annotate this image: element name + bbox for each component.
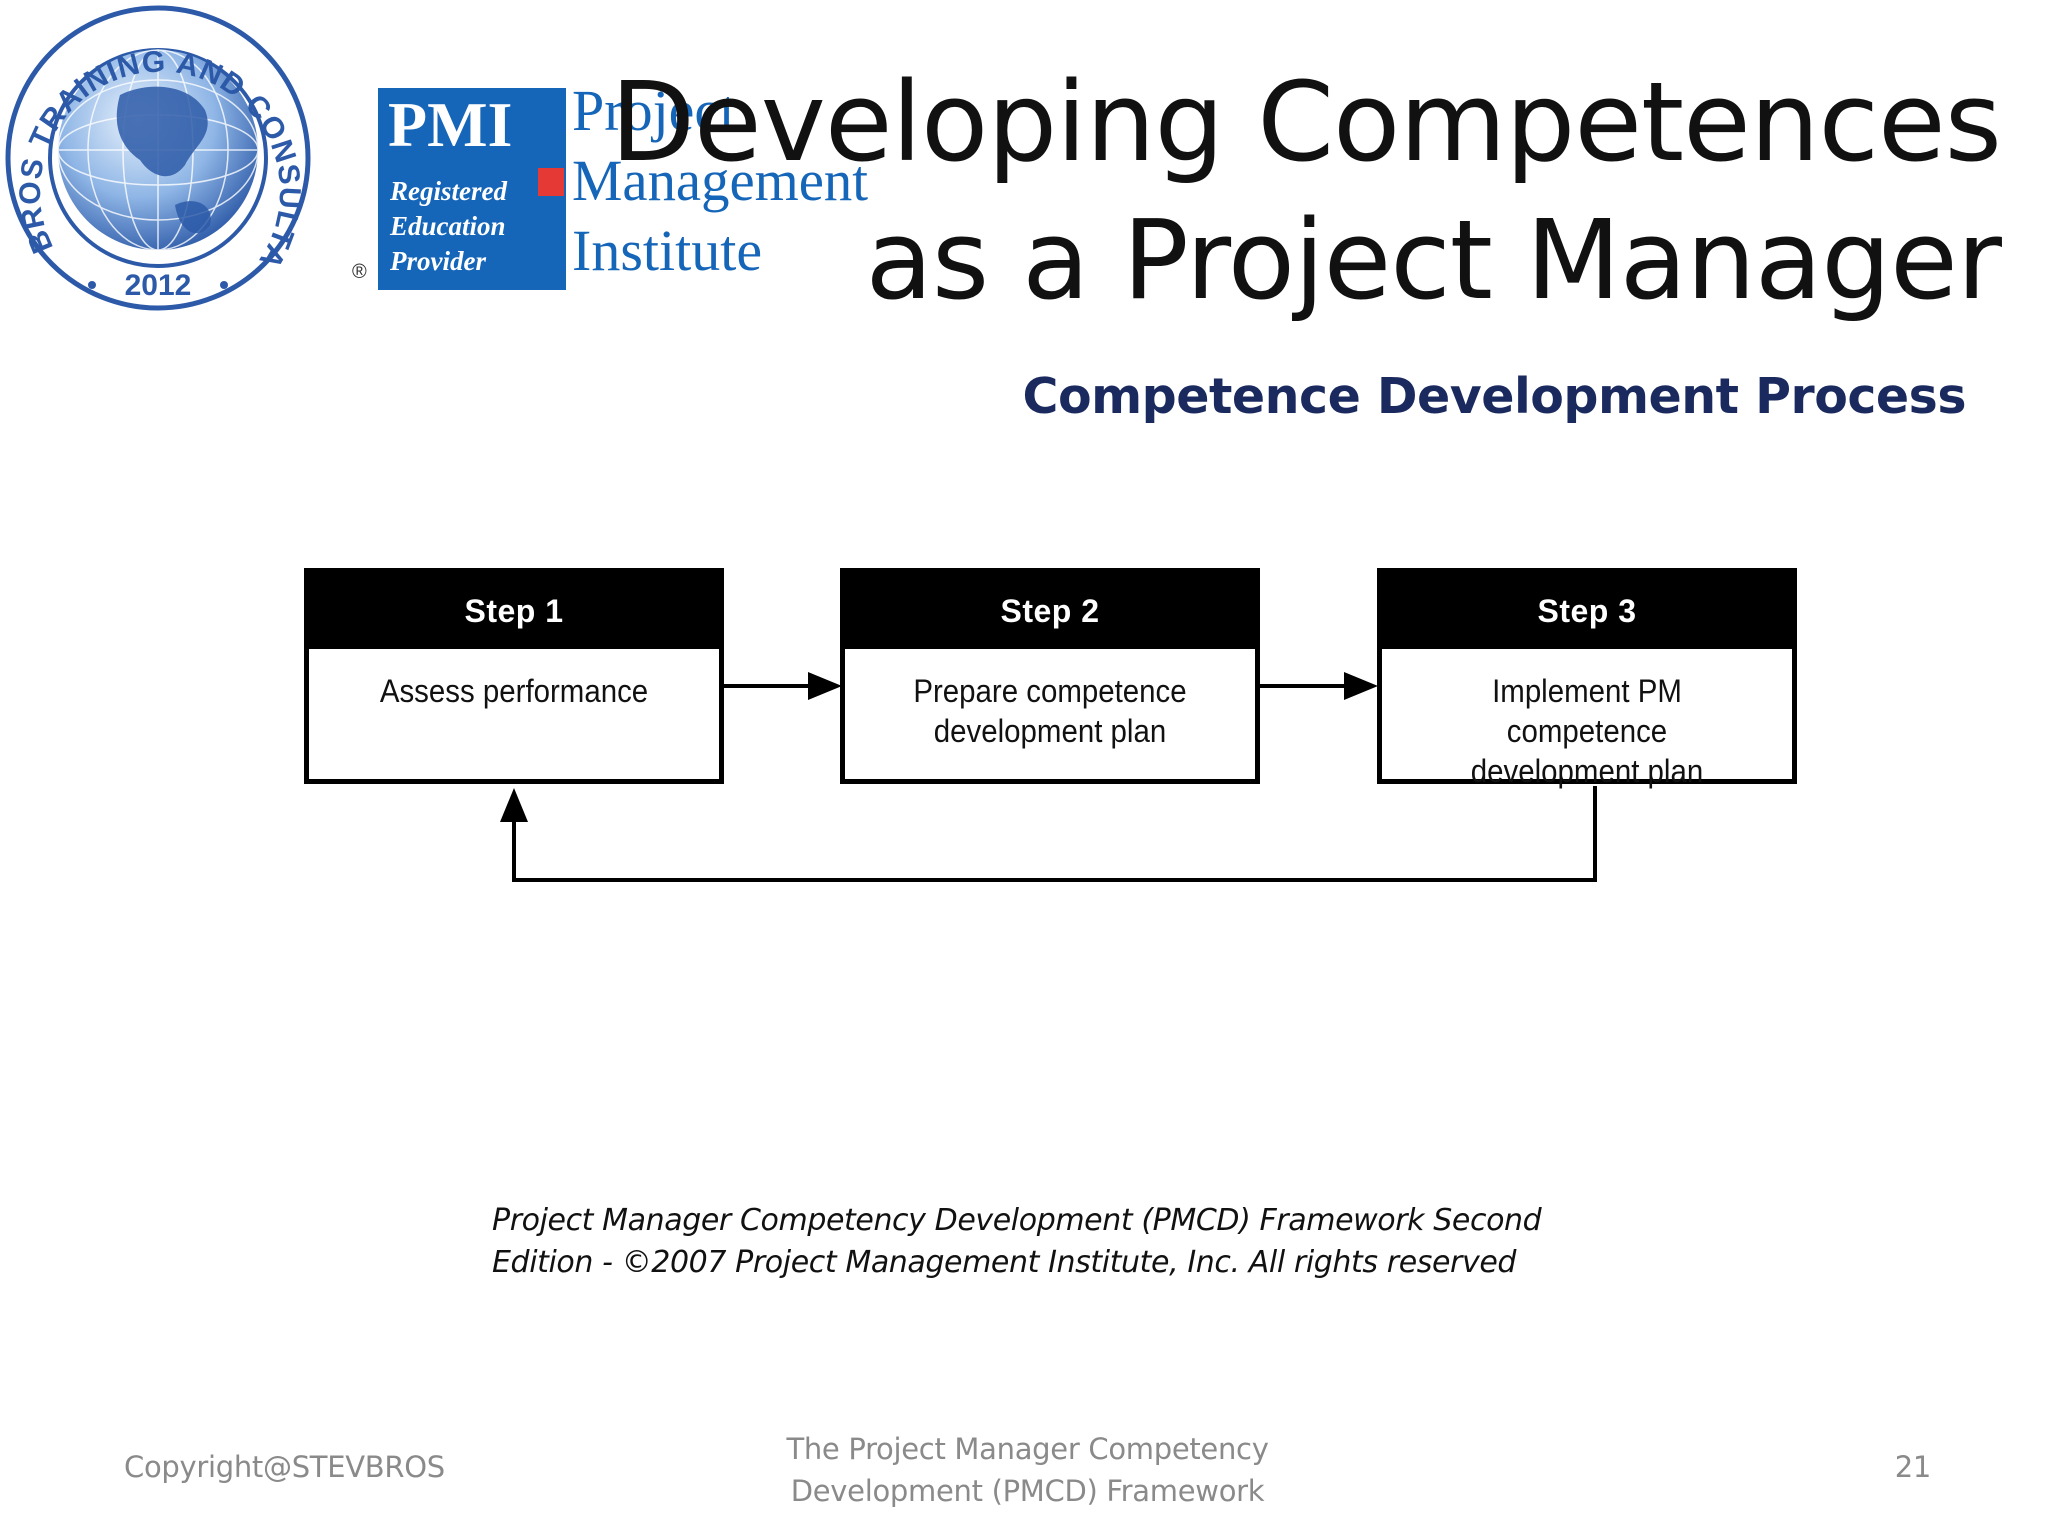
pmi-name-line-1: Project: [572, 78, 736, 143]
footer-center-title: The Project Manager Competency Developme…: [740, 1428, 1315, 1512]
footer-center-line-1: The Project Manager Competency: [786, 1432, 1269, 1466]
arrowhead-step2: [808, 672, 842, 700]
footer-copyright: Copyright@STEVBROS: [124, 1450, 445, 1484]
step-3-text-line-1: Implement PM competence: [1492, 673, 1682, 749]
step-3-text: Implement PM competence development plan: [1398, 649, 1775, 791]
slide-page-number: 21: [1894, 1450, 1932, 1484]
pmi-mark: PMI: [388, 89, 512, 160]
arrowhead-step3: [1344, 672, 1378, 700]
footer-center-line-2: Development (PMCD) Framework: [790, 1474, 1265, 1508]
pmi-badge-line-2: Education: [389, 211, 506, 241]
step-1-label: Step 1: [309, 573, 719, 649]
pmi-name-line-2: Management: [572, 148, 868, 213]
arrowhead-step1: [500, 788, 528, 822]
slide-title-line-2: as a Project Manager: [865, 196, 2002, 324]
step-2-box: Step 2 Prepare competence development pl…: [840, 568, 1260, 784]
citation-line-1: Project Manager Competency Development (…: [492, 1203, 1542, 1238]
step-2-text-line-2: development plan: [933, 713, 1167, 749]
slide-subtitle: Competence Development Process: [1022, 368, 1967, 425]
pmi-name-line-3: Institute: [572, 218, 762, 283]
stevbros-seal-logo: STEVBROS TRAINING AND CONSULTANCY 2012: [0, 0, 311, 311]
citation-line-2: Edition - ©2007 Project Management Insti…: [492, 1245, 1517, 1280]
pmi-rep-logo: PMI Registered Education Provider ® Proj…: [352, 78, 868, 290]
step-3-box: Step 3 Implement PM competence developme…: [1377, 568, 1797, 789]
pmi-badge-line-1: Registered: [389, 176, 507, 206]
seal-year: 2012: [125, 269, 192, 302]
step-3-label: Step 3: [1382, 573, 1792, 649]
step-1-text: Assess performance: [379, 673, 649, 709]
feedback-loop-arrow: [512, 786, 1597, 882]
step-2-text: Prepare competence development plan: [861, 649, 1238, 751]
slide-title-line-1: Developing Competences: [610, 58, 2002, 186]
step-2-text-line-1: Prepare competence: [913, 673, 1187, 709]
source-citation: Project Manager Competency Development (…: [492, 1200, 1592, 1284]
step-2-label: Step 2: [845, 573, 1255, 649]
step-1-box: Step 1 Assess performance: [304, 568, 724, 784]
registered-symbol: ®: [352, 261, 367, 283]
pmi-badge-line-3: Provider: [389, 246, 486, 276]
step-3-text-line-2: development plan: [1470, 753, 1704, 789]
